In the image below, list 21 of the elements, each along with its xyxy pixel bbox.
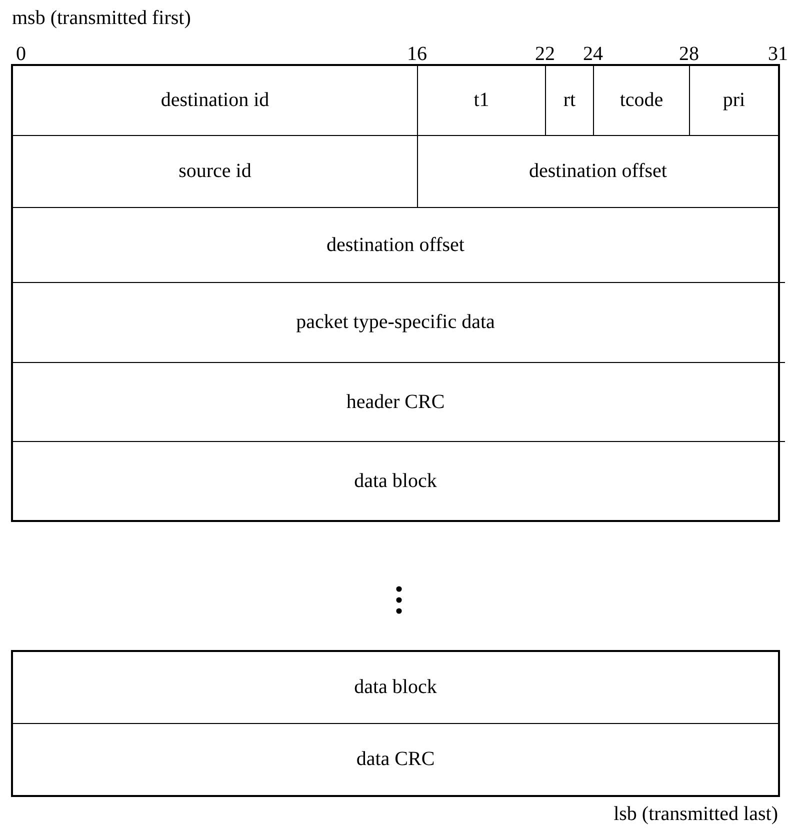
field-name: pri xyxy=(722,89,746,112)
field-name: header CRC xyxy=(346,390,445,414)
field-name: destination offset xyxy=(529,160,667,183)
field-name: tcode xyxy=(620,89,664,112)
bit-number: 0 xyxy=(16,44,26,64)
field-name: data block xyxy=(354,470,437,492)
field-name: t1 xyxy=(474,89,490,112)
field-name: destination offset xyxy=(326,234,464,256)
bit-number: 24 xyxy=(583,44,603,64)
bit-number: 31 xyxy=(768,44,788,64)
field-name: rt xyxy=(563,89,576,112)
field-name: packet type-specific data xyxy=(296,311,495,334)
caption-text: msb (transmitted first) xyxy=(12,8,191,28)
bit-number: 16 xyxy=(407,44,427,64)
bit-number: 28 xyxy=(679,44,699,64)
field-name: source id xyxy=(178,160,252,183)
field-name: data block xyxy=(354,676,437,699)
caption-text: lsb (transmitted last) xyxy=(614,804,778,824)
field-name: data CRC xyxy=(356,748,435,771)
bit-number: 22 xyxy=(535,44,555,64)
field-name: destination id xyxy=(160,89,270,112)
